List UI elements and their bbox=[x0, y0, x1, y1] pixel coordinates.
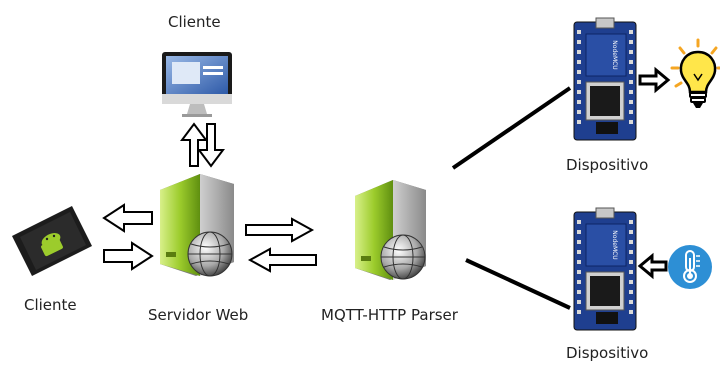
thermometer-icon bbox=[668, 245, 712, 289]
arrow-from-thermometer bbox=[637, 252, 668, 280]
tablet-server-arrows bbox=[102, 203, 154, 271]
desktop-client-icon bbox=[162, 52, 232, 117]
android-logo-icon bbox=[41, 233, 63, 257]
arrow-down bbox=[197, 123, 225, 168]
device-top-label: Dispositivo bbox=[566, 156, 649, 174]
arrow-to-bulb bbox=[638, 66, 671, 94]
web-server-label: Servidor Web bbox=[148, 306, 249, 324]
desktop-server-arrows bbox=[180, 122, 225, 168]
arrow-up bbox=[180, 122, 208, 167]
svg-text:NodeMCU: NodeMCU bbox=[611, 40, 618, 69]
arrow-left bbox=[102, 203, 153, 233]
arrow-right bbox=[103, 241, 154, 271]
parser-label: MQTT-HTTP Parser bbox=[321, 306, 458, 324]
link-line-top-device bbox=[451, 86, 572, 170]
server-parser-arrows bbox=[245, 217, 317, 273]
svg-text:NodeMCU: NodeMCU bbox=[611, 230, 618, 259]
web-server-icon bbox=[160, 174, 234, 277]
parser-server-icon bbox=[355, 180, 426, 280]
link-line-bottom-device bbox=[465, 258, 571, 310]
top-device-board-icon: NodeMCU bbox=[573, 17, 637, 141]
light-bulb-icon bbox=[670, 38, 720, 108]
arrow-left bbox=[247, 247, 317, 273]
bottom-device-board-icon: NodeMCU bbox=[573, 207, 637, 331]
arrow-right bbox=[245, 217, 315, 243]
device-bottom-label: Dispositivo bbox=[566, 344, 649, 362]
desktop-client-label: Cliente bbox=[168, 13, 221, 31]
tablet-client-icon bbox=[12, 206, 92, 276]
tablet-client-label: Cliente bbox=[24, 296, 77, 314]
